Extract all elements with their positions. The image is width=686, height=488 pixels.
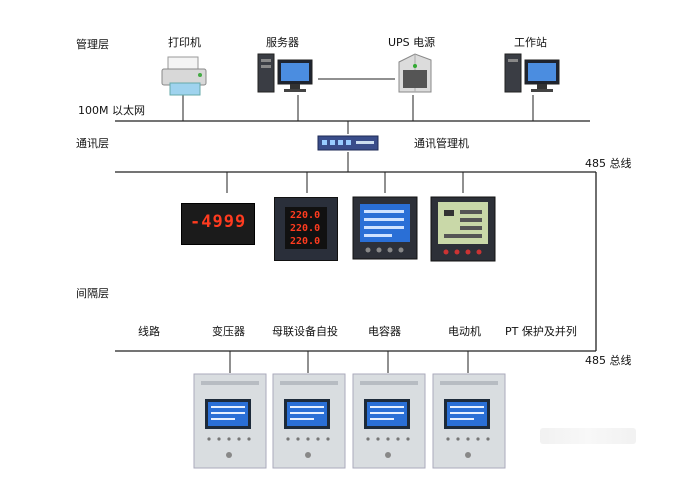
server-icon [256, 52, 316, 96]
protection-panel-2 [272, 373, 346, 469]
meter-2-row-3: 220.0 [290, 235, 320, 248]
meter-2-row-2: 220.0 [290, 222, 320, 235]
layer-ethernet-label: 100M 以太网 [78, 104, 145, 118]
ups-icon [395, 52, 435, 96]
category-motor-label: 电动机 [448, 325, 481, 339]
workstation-icon [503, 52, 563, 96]
category-bus-tie-label: 母联设备自投 [272, 325, 338, 339]
watermark [540, 428, 636, 444]
protection-panel-1 [193, 373, 267, 469]
printer-label: 打印机 [168, 36, 201, 50]
bus2-label: 485 总线 [585, 354, 632, 368]
meter-4 [430, 196, 496, 262]
comm-manager-label: 通讯管理机 [414, 137, 469, 151]
protection-panel-4 [432, 373, 506, 469]
meter-3 [352, 196, 418, 260]
meter-2: 220.0 220.0 220.0 [274, 197, 338, 261]
ups-label: UPS 电源 [388, 36, 435, 50]
layer-management-label: 管理层 [76, 38, 109, 52]
category-transformer-label: 变压器 [212, 325, 245, 339]
category-line-label: 线路 [138, 325, 160, 339]
layer-communication-label: 通讯层 [76, 137, 109, 151]
layer-bay-label: 间隔层 [76, 287, 109, 301]
server-label: 服务器 [266, 36, 299, 50]
printer-icon [160, 55, 212, 97]
category-pt-label: PT 保护及并列 [505, 325, 577, 339]
meter-2-row-1: 220.0 [290, 209, 320, 222]
category-capacitor-label: 电容器 [368, 325, 401, 339]
protection-panel-3 [352, 373, 426, 469]
bus1-label: 485 总线 [585, 157, 632, 171]
meter-1: -4999 [181, 203, 255, 245]
workstation-label: 工作站 [514, 36, 547, 50]
meter-1-display: -4999 [190, 212, 246, 232]
comm-manager-icon [316, 132, 380, 154]
